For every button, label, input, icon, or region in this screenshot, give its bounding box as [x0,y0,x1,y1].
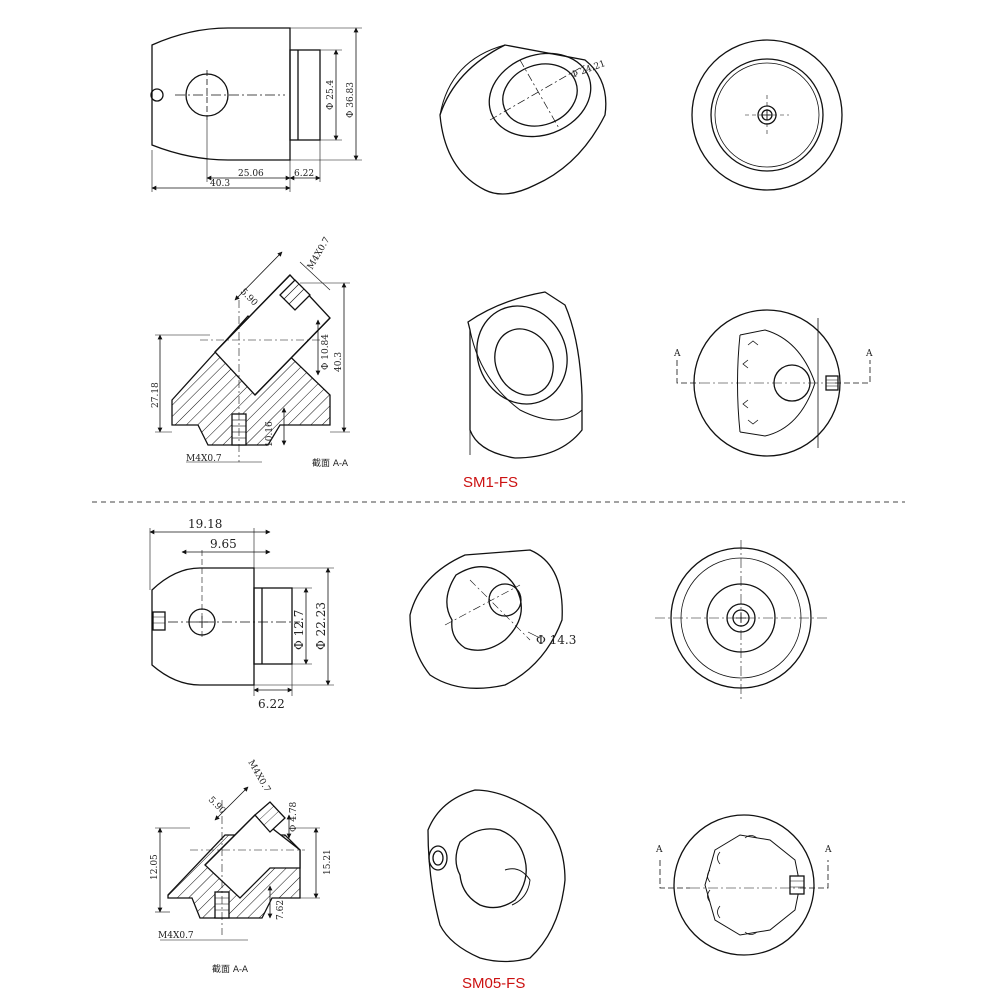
sm05-d-small: Φ 4.78 [289,801,299,832]
sm05-iso-view [409,549,563,689]
sm1-mark-left: A [673,349,681,359]
sm1-d-outer: Φ 36.83 [346,82,356,118]
sm05-len-b: 6.22 [258,697,285,711]
sm1-iso-view [439,44,607,195]
sm1-section-view [155,251,350,463]
sm1-side-view [150,27,362,192]
sm1-section-mark-view [676,309,871,457]
sm05-right: 15.21 [323,849,333,875]
sm05-d-outer: Φ 22.23 [314,602,328,650]
sm1-thread-top: M4X0.7 [306,235,333,271]
sm05-mark-right: A [824,845,832,855]
sm05-iso-bore: Φ 14.3 [536,633,576,647]
sm1-thread-bottom: M4X0.7 [186,454,222,464]
sm1-height: 40.3 [334,352,344,372]
sm05-d-inner: Φ 12.7 [292,610,306,650]
sm05-dim-590: 5.90 [206,795,227,816]
sm1-part-label: SM1-FS [463,474,518,491]
sm05-iso-view-2 [427,789,566,963]
sm05-len-total: 19.18 [188,517,222,531]
sm05-mark-left: A [655,845,663,855]
sm1-left: 27.18 [151,382,161,408]
sm1-iso-view-2 [467,291,583,459]
sm1-d-bore: Φ 10.84 [321,334,331,370]
sm05-part-label: SM05-FS [462,975,525,992]
sm1-len-a: 25.06 [238,169,264,179]
sm1-d-inner: Φ 25.4 [326,79,336,110]
sm05-thread-bottom: M4X0.7 [158,931,194,941]
sm05-section-view [155,786,320,941]
sm05-bottom: 7.62 [276,900,286,920]
sm05-side-view [149,528,334,696]
sm05-thread-top: M4X0.7 [245,759,272,795]
sm05-left: 12.05 [150,854,160,880]
sm1-mark-right: A [865,349,873,359]
sm1-len-total: 40.3 [210,179,230,189]
sm05-section-mark-view [659,814,829,956]
sm05-section-caption: 截面 A-A [212,963,249,975]
sm1-len-b: 6.22 [294,169,314,179]
sm1-top-view [691,39,843,191]
sm05-len-half: 9.65 [210,537,237,551]
sm1-section-caption: 截面 A-A [312,457,349,469]
sm1-bottom: 10.16 [265,421,275,447]
sm1-dim-590: 5.90 [238,287,259,308]
sm05-top-view [655,540,830,700]
